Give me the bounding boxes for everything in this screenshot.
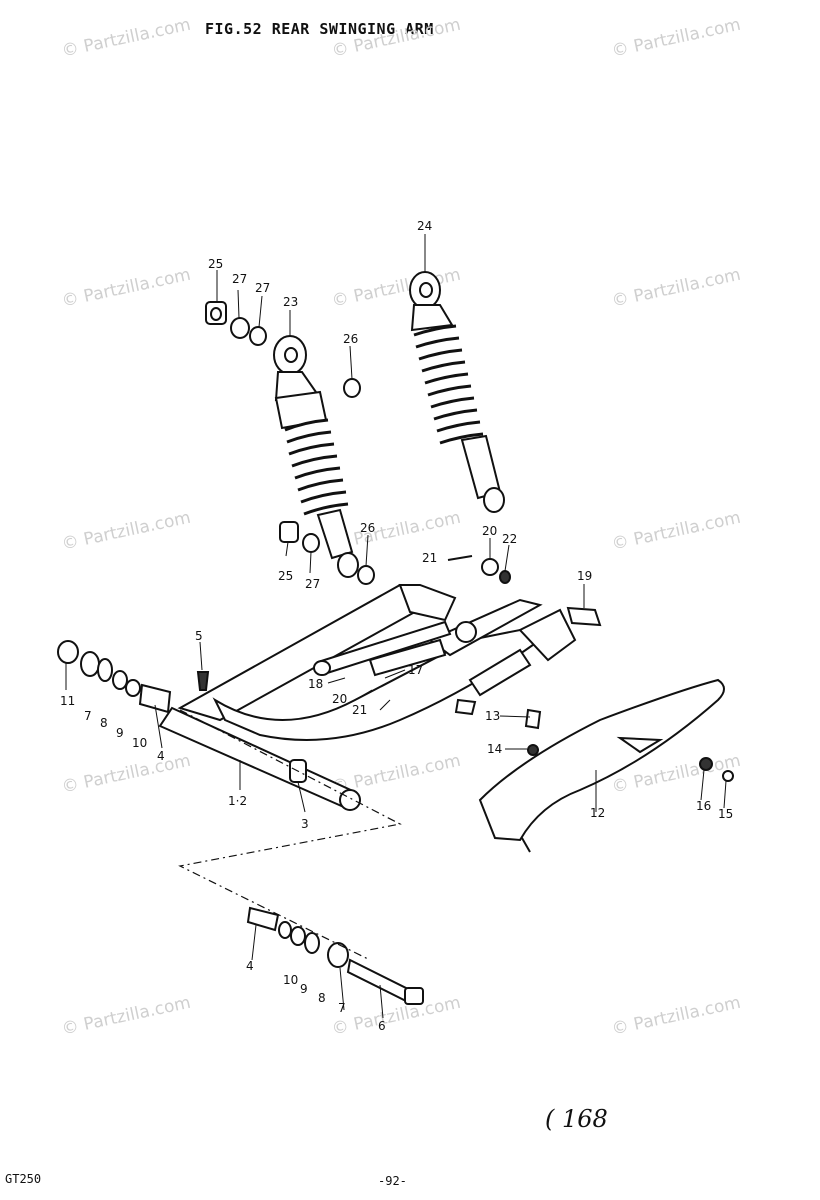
nut-16 bbox=[699, 757, 713, 771]
callout-1-2: 1·2 bbox=[228, 794, 247, 808]
bushing-25-bottom bbox=[279, 521, 299, 543]
callout-10: 10 bbox=[283, 973, 298, 987]
washer-27 bbox=[302, 533, 320, 553]
washer-26 bbox=[343, 378, 361, 398]
callout-15: 15 bbox=[718, 807, 733, 821]
pivot-shaft-6 bbox=[346, 958, 412, 1004]
chain-guard bbox=[478, 678, 725, 853]
seal-7 bbox=[80, 651, 100, 677]
bush-4 bbox=[138, 683, 172, 714]
alignment-line bbox=[178, 709, 402, 961]
bushing-hole bbox=[210, 307, 222, 321]
washer-20 bbox=[481, 558, 499, 576]
callout-25: 25 bbox=[208, 257, 223, 271]
pivot-head bbox=[404, 987, 424, 1005]
callout-3: 3 bbox=[301, 817, 309, 831]
callout-26: 26 bbox=[343, 332, 358, 346]
callout-5: 5 bbox=[195, 629, 203, 643]
ring-8 bbox=[304, 932, 320, 954]
callout-17: 17 bbox=[408, 663, 423, 677]
pin-21 bbox=[447, 555, 473, 561]
callout-9: 9 bbox=[116, 726, 124, 740]
callout-4: 4 bbox=[157, 749, 165, 763]
bush-4 bbox=[246, 906, 280, 932]
callout-4: 4 bbox=[246, 959, 254, 973]
spacer-10 bbox=[125, 679, 141, 697]
callout-18: 18 bbox=[308, 677, 323, 691]
callout-10: 10 bbox=[132, 736, 147, 750]
page-reference: ( 168 bbox=[545, 1105, 608, 1133]
callout-22: 22 bbox=[502, 532, 517, 546]
callout-7: 7 bbox=[338, 1001, 346, 1015]
swinging-arm bbox=[158, 583, 577, 811]
grease-nipple-5 bbox=[196, 671, 210, 691]
model-code: GT250 bbox=[5, 1172, 42, 1186]
callout-7: 7 bbox=[84, 709, 92, 723]
spacer-10 bbox=[278, 921, 292, 939]
nut-14 bbox=[527, 744, 539, 756]
callout-13: 13 bbox=[485, 709, 500, 723]
callout-23: 23 bbox=[283, 295, 298, 309]
washer-26 bbox=[357, 565, 375, 585]
callout-6: 6 bbox=[378, 1019, 386, 1033]
washer-27 bbox=[249, 326, 267, 346]
ring-8 bbox=[97, 658, 113, 682]
callout-12: 12 bbox=[590, 806, 605, 820]
callout-27: 27 bbox=[232, 272, 247, 286]
callout-11: 11 bbox=[60, 694, 75, 708]
washer-9 bbox=[112, 670, 128, 690]
callout-16: 16 bbox=[696, 799, 711, 813]
callout-26: 26 bbox=[360, 521, 375, 535]
callout-24: 24 bbox=[417, 219, 432, 233]
page-number: -92- bbox=[378, 1174, 407, 1188]
figure-title: FIG.52 REAR SWINGING ARM bbox=[205, 20, 434, 38]
callout-21: 21 bbox=[352, 703, 367, 717]
callout-8: 8 bbox=[100, 716, 108, 730]
callout-14: 14 bbox=[487, 742, 502, 756]
shock-absorber-24 bbox=[409, 271, 505, 513]
callout-8: 8 bbox=[318, 991, 326, 1005]
bolt-19 bbox=[566, 606, 602, 627]
callout-21: 21 bbox=[422, 551, 437, 565]
nut-22 bbox=[499, 570, 511, 584]
cap-11 bbox=[57, 640, 79, 664]
bolt-15 bbox=[722, 770, 734, 782]
bolt-13 bbox=[524, 708, 542, 730]
callout-9: 9 bbox=[300, 982, 308, 996]
callout-25: 25 bbox=[278, 569, 293, 583]
seal-7 bbox=[327, 942, 349, 968]
bracket bbox=[454, 698, 477, 716]
callout-20: 20 bbox=[332, 692, 347, 706]
callout-20: 20 bbox=[482, 524, 497, 538]
washer-9 bbox=[290, 926, 306, 946]
callout-19: 19 bbox=[577, 569, 592, 583]
callout-27: 27 bbox=[305, 577, 320, 591]
washer-27 bbox=[230, 317, 250, 339]
shock-absorber-23 bbox=[273, 335, 359, 578]
callout-27: 27 bbox=[255, 281, 270, 295]
